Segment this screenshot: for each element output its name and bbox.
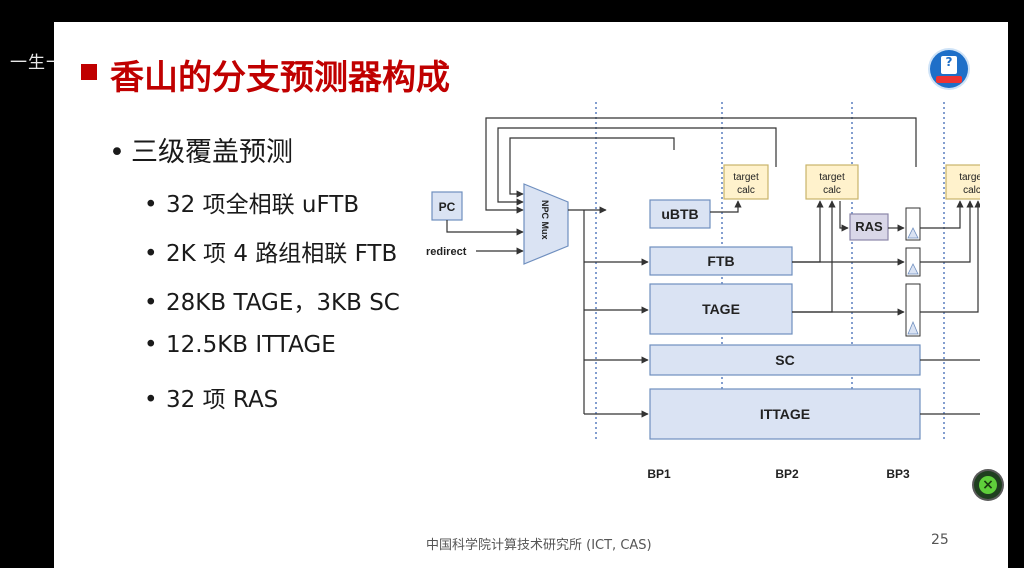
slide-footer: 中国科学院计算技术研究所 (ICT, CAS): [426, 538, 652, 553]
bullet-item: •2K 项 4 路组相联 FTB: [144, 241, 398, 267]
npc-mux: [523, 183, 569, 265]
stage-label-bp2: BP2: [775, 467, 799, 481]
bullet-item: •28KB TAGE，3KB SC: [144, 290, 400, 316]
tage-block: [649, 283, 793, 335]
npc-mux-label: NPC Mux: [540, 200, 550, 240]
tage-label: TAGE: [702, 301, 740, 317]
ittage-label: ITTAGE: [760, 406, 810, 422]
stage-label-bp1: BP1: [647, 467, 671, 481]
bullet-item-text: 32 项 RAS: [166, 387, 279, 413]
sc-label: SC: [775, 352, 794, 368]
ubtb-block: [649, 199, 711, 229]
ftb-block: [649, 246, 793, 276]
bullet-item: •32 项全相联 uFTB: [144, 192, 360, 218]
bullet-main: •三级覆盖预测: [109, 137, 293, 168]
slide: 香山的分支预测器构成 ? •三级覆盖预测 •32 项全相联 uFTB •2K 项…: [54, 22, 1008, 568]
svg-text:calc: calc: [737, 185, 755, 196]
slide-title: 香山的分支预测器构成: [110, 58, 450, 98]
pipeline-register: [905, 283, 921, 337]
redirect-label: redirect: [426, 246, 467, 258]
ubtb-label: uBTB: [661, 206, 698, 222]
pc-label: PC: [439, 200, 456, 214]
svg-text:calc: calc: [963, 185, 980, 196]
stage-label-bp3: BP3: [886, 467, 910, 481]
bullet-item: •12.5KB ITTAGE: [144, 332, 336, 358]
svg-text:calc: calc: [823, 185, 841, 196]
bullet-main-text: 三级覆盖预测: [131, 137, 293, 168]
branch-predictor-diagram: PC redirect NPC Mux uBTB FTB TAGE SC ITT…: [426, 102, 980, 481]
target-calc-label: target: [733, 172, 759, 183]
bullet-item-text: 32 项全相联 uFTB: [166, 192, 360, 218]
ftb-label: FTB: [707, 253, 734, 269]
close-button[interactable]: ×: [974, 471, 1002, 499]
target-calc-label: target: [959, 172, 980, 183]
close-icon: ×: [979, 476, 997, 494]
target-calc-label: target: [819, 172, 845, 183]
title-marker: [81, 64, 97, 80]
target-calc-box: [805, 164, 859, 200]
bullet-item-text: 28KB TAGE，3KB SC: [166, 290, 400, 316]
bullet-item-text: 2K 项 4 路组相联 FTB: [166, 241, 398, 267]
bullet-item-text: 12.5KB ITTAGE: [166, 332, 336, 358]
document-icon: [941, 56, 957, 74]
page-number: 25: [931, 532, 949, 548]
target-calc-box: [945, 164, 980, 200]
ras-block: [849, 213, 889, 241]
pipeline-register: [905, 207, 921, 241]
target-calc-box: [723, 164, 769, 200]
bullet-item: •32 项 RAS: [144, 387, 279, 413]
ras-label: RAS: [855, 219, 883, 234]
logo-icon: ?: [930, 50, 968, 88]
